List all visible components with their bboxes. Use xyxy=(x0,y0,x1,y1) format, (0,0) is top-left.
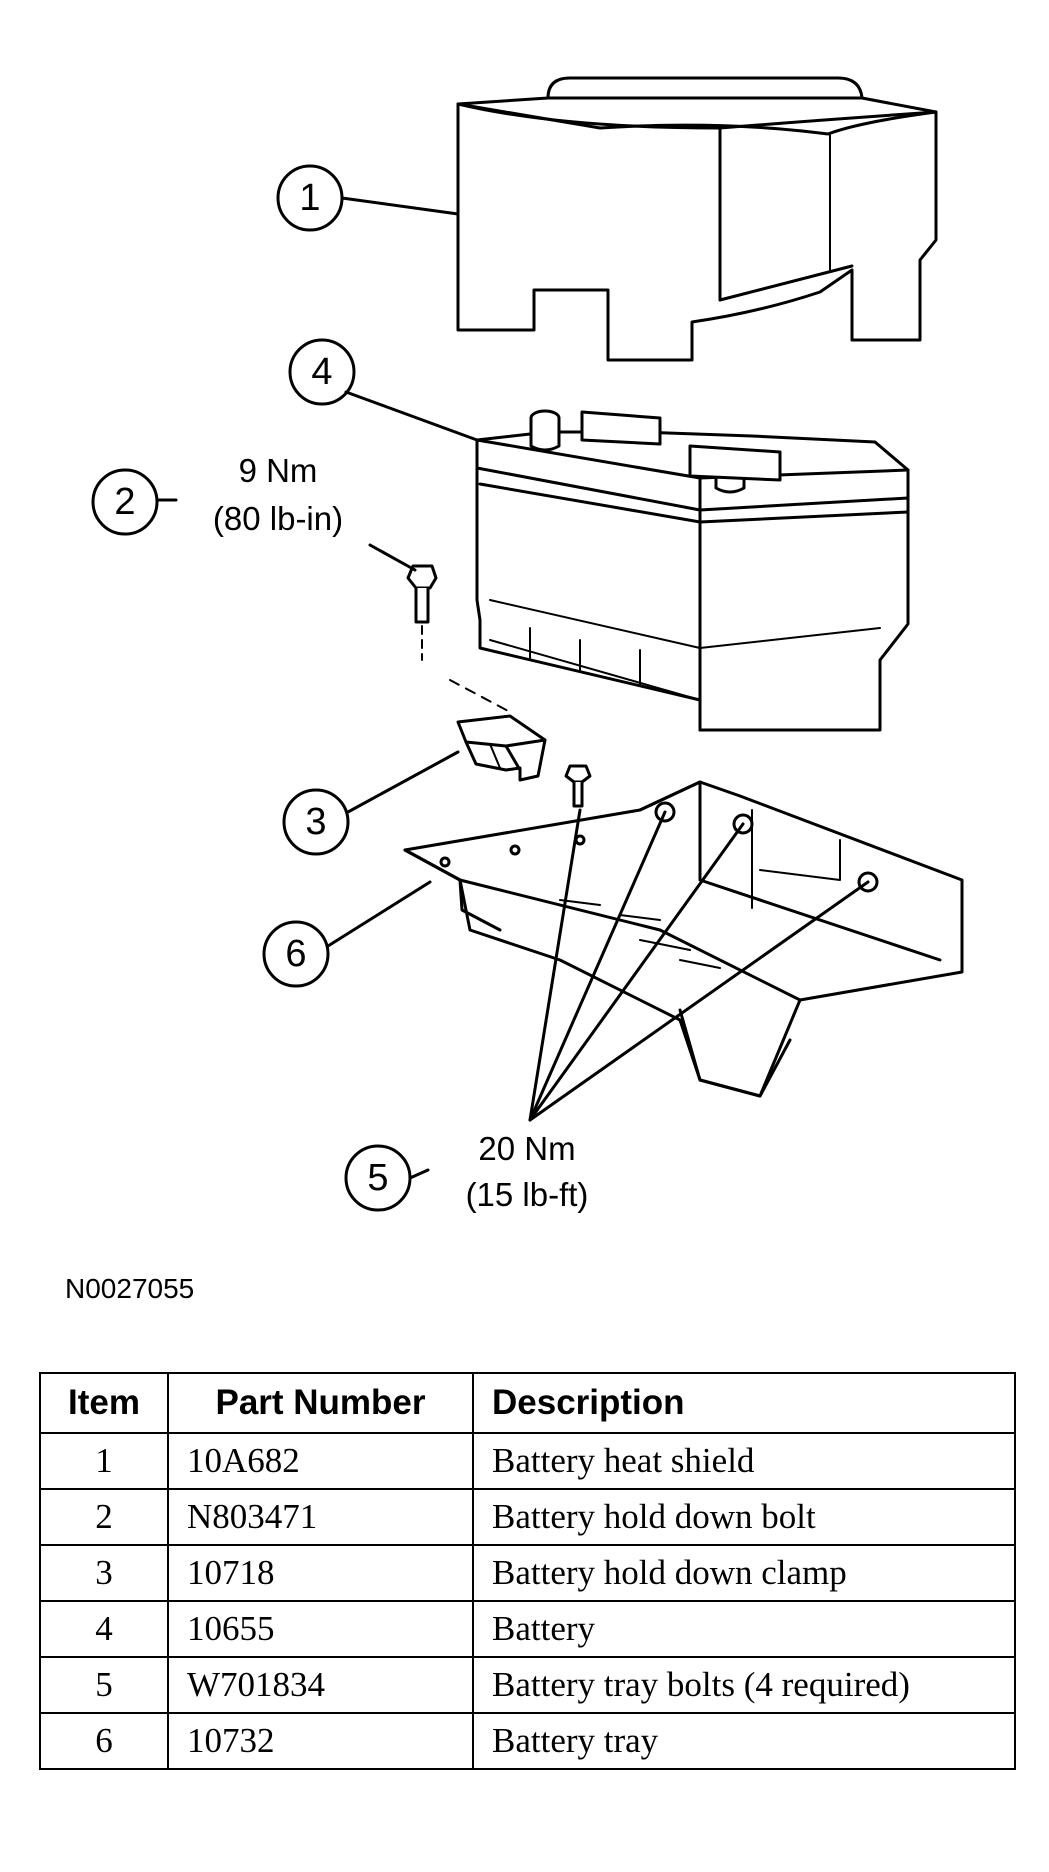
callout-label-3: 3 xyxy=(305,801,326,843)
battery-tray-drawing xyxy=(403,780,964,1098)
header-part-number: Part Number xyxy=(167,1372,474,1434)
callout-circle-2 xyxy=(91,468,159,536)
table-row: 3 10718 Battery hold down clamp xyxy=(39,1544,1016,1602)
table-row: 5 W701834 Battery tray bolts (4 required… xyxy=(39,1656,1016,1714)
part-number-cell: W701834 xyxy=(167,1656,474,1714)
bolt-torque-nm: 9 Nm xyxy=(239,452,318,489)
item-cell: 2 xyxy=(39,1488,169,1546)
table-row: 2 N803471 Battery hold down bolt xyxy=(39,1488,1016,1546)
part-number-cell: 10732 xyxy=(167,1712,474,1770)
part-number-cell: 10A682 xyxy=(167,1432,474,1490)
callout-label-1: 1 xyxy=(299,177,320,219)
heat-shield-drawing xyxy=(456,76,938,362)
callout-label-6: 6 xyxy=(285,933,306,975)
figure-id: N0027055 xyxy=(65,1273,195,1304)
battery-drawing xyxy=(475,409,910,732)
callout-circle-3 xyxy=(282,788,350,856)
table-row: 6 10732 Battery tray xyxy=(39,1712,1016,1770)
description-cell: Battery hold down bolt xyxy=(472,1488,1016,1546)
callout-label-4: 4 xyxy=(311,351,332,393)
callout-label-5: 5 xyxy=(367,1157,388,1199)
hold-down-clamp-drawing xyxy=(456,714,547,782)
description-cell: Battery hold down clamp xyxy=(472,1544,1016,1602)
description-cell: Battery xyxy=(472,1600,1016,1658)
part-number-cell: 10655 xyxy=(167,1600,474,1658)
table-header-row: Item Part Number Description xyxy=(39,1372,1016,1434)
hold-down-bolt-drawing xyxy=(406,564,438,661)
parts-table: Item Part Number Description 1 10A682 Ba… xyxy=(39,1372,1016,1770)
part-number-cell: N803471 xyxy=(167,1488,474,1546)
part-number-cell: 10718 xyxy=(167,1544,474,1602)
exploded-battery-diagram: 1 4 2 3 6 5 9 Nm (80 lb-in) 20 Nm (15 lb… xyxy=(91,76,964,1213)
header-description: Description xyxy=(472,1372,1016,1434)
table-row: 1 10A682 Battery heat shield xyxy=(39,1432,1016,1490)
tray-bolt-torque-lbft: (15 lb-ft) xyxy=(466,1176,589,1213)
item-cell: 5 xyxy=(39,1656,169,1714)
description-cell: Battery heat shield xyxy=(472,1432,1016,1490)
bolt-torque-lbin: (80 lb-in) xyxy=(213,500,343,537)
item-cell: 6 xyxy=(39,1712,169,1770)
item-cell: 1 xyxy=(39,1432,169,1490)
item-cell: 3 xyxy=(39,1544,169,1602)
item-cell: 4 xyxy=(39,1600,169,1658)
callout-label-2: 2 xyxy=(114,481,135,523)
description-cell: Battery tray bolts (4 required) xyxy=(472,1656,1016,1714)
callout-circle-6 xyxy=(262,920,330,988)
tray-bolt-torque-nm: 20 Nm xyxy=(478,1130,575,1167)
header-item: Item xyxy=(39,1372,169,1434)
table-row: 4 10655 Battery xyxy=(39,1600,1016,1658)
description-cell: Battery tray xyxy=(472,1712,1016,1770)
callout-circle-4 xyxy=(288,338,356,406)
